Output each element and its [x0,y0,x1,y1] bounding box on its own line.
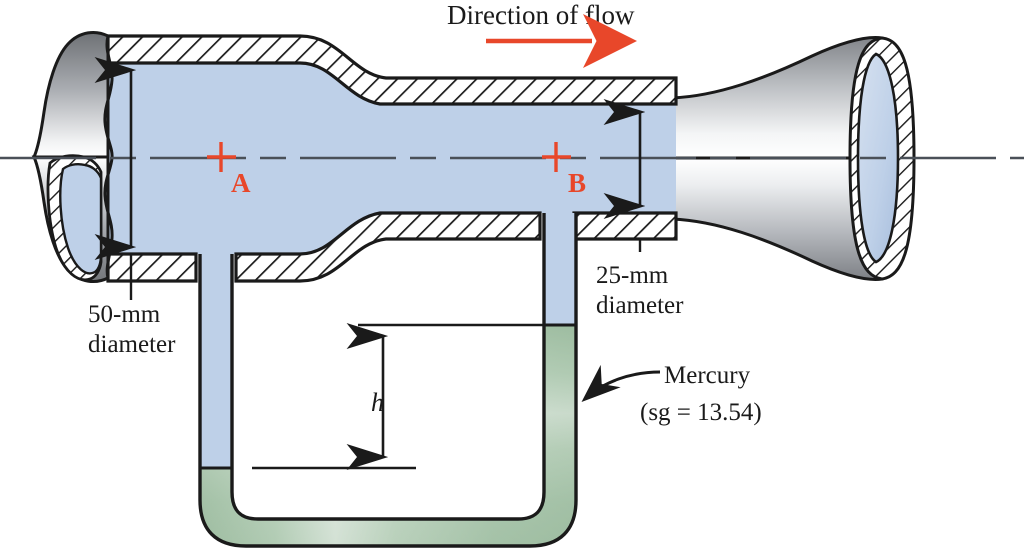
inlet-cutaway-end [31,30,114,284]
outlet-diffuser-cone [670,36,916,281]
flow-direction-label: Direction of flow [447,0,635,30]
flow-direction-annotation: Direction of flow [447,0,637,68]
mercury-callout: Mercury (sg = 13.54) [581,362,762,426]
mercury-leader-line [581,364,661,402]
mercury-specific-gravity-label: (sg = 13.54) [640,399,762,426]
head-difference-dimension: h [252,323,556,470]
pressure-point-b: B [542,142,586,198]
inlet-diameter-label-line1: 50-mm [88,301,161,328]
inlet-diameter-label-line2: diameter [88,331,176,358]
manometer-mercury-sheen [200,325,576,546]
manometer-right-leg-water [544,213,576,325]
inlet-diameter-dimension: 50-mm diameter [88,57,176,358]
pressure-point-b-label: B [568,168,586,198]
pressure-point-a: A [207,142,251,198]
manometer-mercury-fill [200,325,576,546]
throat-diameter-dimension: 25-mm diameter [596,99,684,319]
head-symbol-label: h [371,388,384,417]
throat-diameter-label-line1: 25-mm [596,262,669,289]
throat-diameter-label-line2: diameter [596,292,684,319]
mercury-label-line1: Mercury [664,362,751,389]
manometer-left-leg-water [200,254,232,468]
pressure-point-a-label: A [231,168,251,198]
manometer-u-tube [198,213,578,548]
